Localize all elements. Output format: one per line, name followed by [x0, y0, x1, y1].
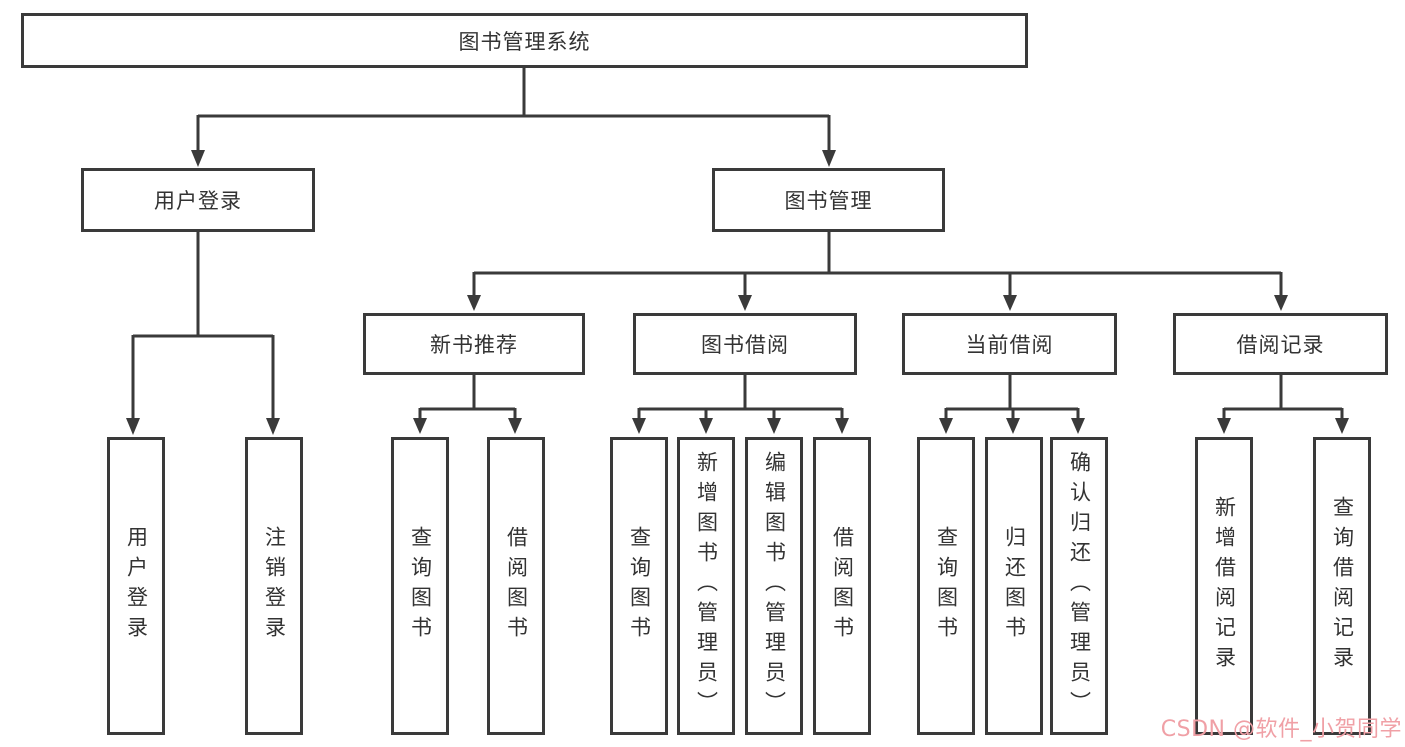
- node-user-login-label: 用户登录: [154, 189, 242, 213]
- leaf-return-book: 归还图书: [985, 437, 1043, 735]
- leaf-add-borrow-record: 新增借阅记录: [1195, 437, 1253, 735]
- node-book-borrow-label: 图书借阅: [701, 333, 789, 357]
- leaf-query-books-3: 查询图书: [917, 437, 975, 735]
- leaf-confirm-return-admin-label: 确认归还（管理员）: [1067, 451, 1092, 721]
- node-borrow-records-label: 借阅记录: [1236, 333, 1325, 357]
- leaf-query-borrow-record-label: 查询借阅记录: [1330, 496, 1355, 676]
- node-root: 图书管理系统: [21, 13, 1028, 68]
- leaf-add-borrow-record-label: 新增借阅记录: [1212, 496, 1237, 676]
- leaf-edit-book-admin-label: 编辑图书（管理员）: [762, 451, 787, 721]
- leaf-borrow-books-2: 借阅图书: [813, 437, 871, 735]
- node-current-borrow: 当前借阅: [902, 313, 1117, 375]
- leaf-query-books-2-label: 查询图书: [627, 526, 652, 646]
- node-user-login: 用户登录: [81, 168, 315, 232]
- csdn-watermark: CSDN @软件_小贺同学: [1160, 717, 1402, 742]
- leaf-logout-label: 注销登录: [262, 526, 287, 646]
- node-current-borrow-label: 当前借阅: [965, 333, 1054, 357]
- leaf-query-books-2: 查询图书: [610, 437, 668, 735]
- leaf-confirm-return-admin: 确认归还（管理员）: [1050, 437, 1108, 735]
- leaf-return-book-label: 归还图书: [1002, 526, 1027, 646]
- leaf-borrow-books-1: 借阅图书: [487, 437, 545, 735]
- leaf-query-books-1: 查询图书: [391, 437, 449, 735]
- leaf-borrow-books-2-label: 借阅图书: [830, 526, 855, 646]
- leaf-user-login: 用户登录: [107, 437, 165, 735]
- leaf-query-borrow-record: 查询借阅记录: [1313, 437, 1371, 735]
- leaf-add-book-admin: 新增图书（管理员）: [677, 437, 735, 735]
- node-new-book-recommend-label: 新书推荐: [430, 333, 518, 357]
- leaf-add-book-admin-label: 新增图书（管理员）: [694, 451, 719, 721]
- node-new-book-recommend: 新书推荐: [363, 313, 585, 375]
- leaf-borrow-books-1-label: 借阅图书: [504, 526, 529, 646]
- node-book-management-label: 图书管理: [784, 189, 873, 213]
- leaf-query-books-1-label: 查询图书: [408, 526, 433, 646]
- node-root-label: 图书管理系统: [458, 29, 591, 54]
- leaf-edit-book-admin: 编辑图书（管理员）: [745, 437, 803, 735]
- leaf-logout: 注销登录: [245, 437, 303, 735]
- node-book-management: 图书管理: [712, 168, 945, 232]
- node-book-borrow: 图书借阅: [633, 313, 857, 375]
- leaf-user-login-label: 用户登录: [124, 526, 149, 646]
- node-borrow-records: 借阅记录: [1173, 313, 1388, 375]
- leaf-query-books-3-label: 查询图书: [934, 526, 959, 646]
